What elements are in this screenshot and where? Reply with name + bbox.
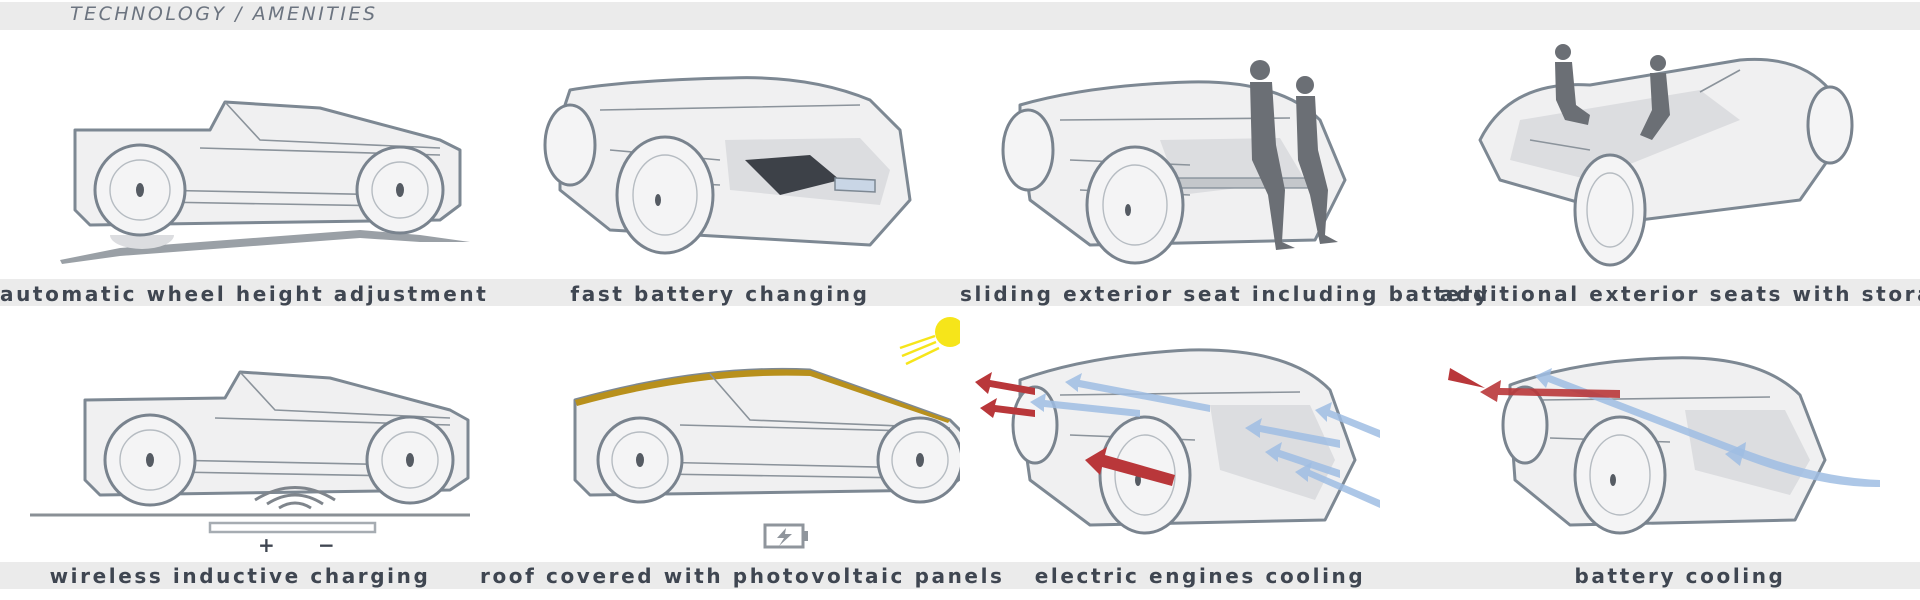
car-three-quarter-illustration — [975, 348, 1380, 535]
sliding-seat — [1159, 177, 1311, 189]
caption-wireless-charging: wireless inductive charging — [49, 564, 431, 588]
caption-sliding-seat: sliding exterior seat including battery — [960, 282, 1491, 306]
front-wheel — [1806, 85, 1854, 165]
wheel-hub — [396, 183, 404, 197]
hot-air-arrows — [1448, 368, 1620, 402]
battery-charge-icon — [763, 523, 808, 549]
panel-exterior-seats — [1440, 30, 1920, 280]
hot-air-arrows — [975, 372, 1175, 486]
body-lines — [164, 371, 451, 477]
solar-roof — [575, 369, 950, 423]
header-bar — [0, 2, 1920, 30]
wheel-hub — [655, 194, 661, 206]
panel-wheel-height — [0, 30, 480, 280]
wheel-hub — [636, 453, 644, 467]
wheel-hub — [146, 453, 154, 467]
wheel-hub — [916, 453, 924, 467]
panel-photovoltaic — [480, 310, 960, 560]
front-wheel — [543, 103, 597, 187]
caption-wheel-height: automatic wheel height adjustment — [0, 282, 489, 306]
caption-battery-changing: fast battery changing — [570, 282, 870, 306]
wireless-signal-icon — [254, 486, 336, 510]
panel-engines-cooling — [960, 310, 1440, 560]
car-three-quarter-illustration — [543, 76, 912, 255]
person-figure — [1640, 55, 1670, 140]
body-lines — [1529, 69, 1741, 151]
minus-sign: − — [318, 533, 335, 557]
panel-battery-cooling — [1440, 310, 1920, 560]
cool-air-arrows — [1030, 373, 1380, 508]
rear-wheel — [1573, 153, 1647, 267]
wheel-hub — [136, 183, 144, 197]
car-with-people-illustration — [1001, 60, 1347, 265]
front-wheel — [1001, 108, 1055, 192]
rear-wheel — [1085, 145, 1185, 265]
wheel-hub — [1610, 474, 1616, 486]
wheel-hub — [406, 453, 414, 467]
ground-slope — [60, 230, 470, 264]
panel-sliding-seat — [960, 30, 1440, 280]
charging-pad — [208, 521, 377, 534]
person-figure — [1296, 76, 1338, 244]
person-figure — [1555, 44, 1590, 125]
wheel-shadow — [110, 235, 174, 249]
panel-wireless-charging — [0, 310, 480, 560]
caption-exterior-seats: additional exterior seats with storage — [1440, 282, 1920, 306]
person-figure — [1250, 60, 1295, 250]
car-side-view-illustration — [60, 100, 470, 264]
car-side-view-illustration — [30, 370, 470, 534]
sun-icon — [899, 317, 960, 366]
caption-photovoltaic: roof covered with photovoltaic panels — [480, 564, 1005, 588]
car-side-view-illustration — [573, 317, 960, 549]
car-three-quarter-illustration — [1448, 356, 1880, 535]
car-open-interior-illustration — [1478, 44, 1854, 267]
caption-band-bottom — [0, 562, 1920, 589]
front-wheel — [1011, 385, 1059, 465]
wheel-hub — [1125, 204, 1131, 216]
panel-battery-changing — [480, 30, 960, 280]
page-title: TECHNOLOGY / AMENITIES — [70, 3, 378, 25]
caption-battery-cooling: battery cooling — [1574, 564, 1786, 588]
body-lines — [649, 373, 951, 479]
plus-sign: + — [258, 533, 275, 557]
caption-band-top — [0, 279, 1920, 306]
battery-slide-tray — [834, 177, 876, 193]
body-lines — [149, 101, 441, 207]
caption-engines-cooling: electric engines cooling — [1034, 564, 1366, 588]
front-wheel — [1501, 385, 1549, 465]
rear-wheel — [1573, 415, 1667, 535]
rear-wheel — [615, 135, 715, 255]
battery-pack — [745, 155, 840, 195]
